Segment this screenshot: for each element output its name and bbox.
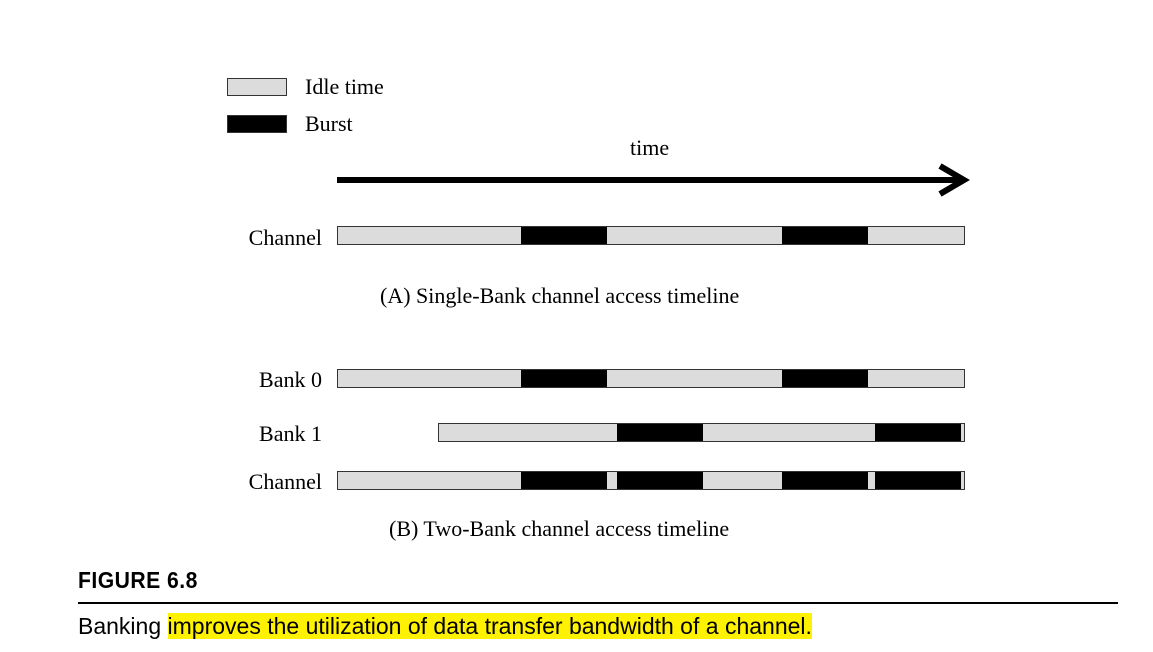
figure-caption: Banking improves the utilization of data… <box>78 613 812 640</box>
legend-idle-swatch <box>227 78 287 96</box>
burst-segment <box>782 472 868 489</box>
row-label-bank-1: Bank 1 <box>259 421 322 446</box>
burst-segment <box>617 472 703 489</box>
burst-segment <box>782 370 868 387</box>
figure-rule <box>78 602 1118 604</box>
legend-burst-swatch <box>227 115 287 133</box>
burst-segment <box>521 227 607 244</box>
burst-segment <box>521 472 607 489</box>
caption-a: (A) Single-Bank channel access timeline <box>380 283 740 308</box>
burst-segment <box>782 227 868 244</box>
caption-b: (B) Two-Bank channel access timeline <box>389 516 730 541</box>
burst-segment <box>875 424 961 441</box>
row-label-channel-a: Channel <box>248 225 322 250</box>
figure-caption-plain: Banking <box>78 613 162 639</box>
timeline-bar-channel-b <box>337 471 965 490</box>
time-arrow <box>337 163 970 197</box>
burst-segment <box>617 424 703 441</box>
timeline-bar-bank-0 <box>337 369 965 388</box>
burst-segment <box>875 472 961 489</box>
legend-idle-label: Idle time <box>305 74 384 99</box>
time-axis-label: time <box>630 135 670 160</box>
legend-burst-label: Burst <box>305 111 353 136</box>
timeline-bar-bank-1 <box>438 423 965 442</box>
row-label-bank-0: Bank 0 <box>259 367 322 392</box>
figure-caption-highlight: improves the utilization of data transfe… <box>167 613 812 639</box>
timeline-bar-channel-a <box>337 226 965 245</box>
burst-segment <box>521 370 607 387</box>
figure-number: FIGURE 6.8 <box>78 567 198 593</box>
row-label-channel-b: Channel <box>248 469 322 494</box>
